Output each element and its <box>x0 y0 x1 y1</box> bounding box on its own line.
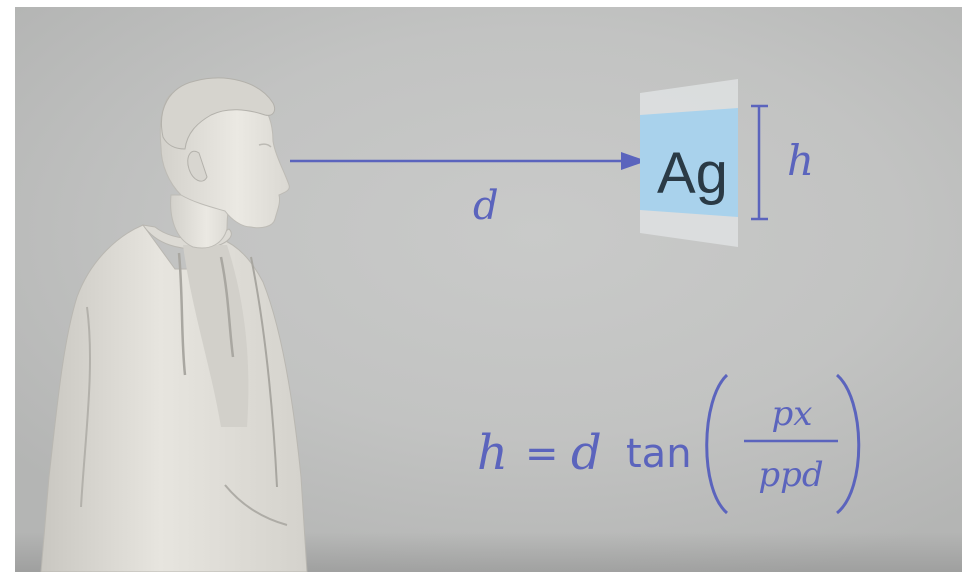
height-label: h <box>787 136 814 185</box>
distance-label: d <box>473 183 499 229</box>
formula-lhs: h <box>477 425 508 481</box>
right-paren <box>835 373 861 515</box>
drawstring-right <box>219 256 235 358</box>
sleeve-fold <box>80 306 92 508</box>
diagram-scene: Ag d h h = d tan px ppd <box>15 7 962 572</box>
distance-arrow <box>290 152 647 170</box>
formula-d: d <box>571 425 602 481</box>
left-paren <box>705 373 729 515</box>
person-figure <box>40 77 308 572</box>
height-bracket <box>751 104 768 221</box>
formula-denominator: ppd <box>758 455 823 495</box>
hoodie-pocket <box>224 484 288 526</box>
formula-numerator: px <box>772 394 813 434</box>
formula-tan: tan <box>626 431 692 477</box>
tshirt <box>183 245 249 427</box>
ear <box>187 150 208 182</box>
formula-equals: = <box>525 431 559 477</box>
diagram-canvas: Ag d h h = d tan px ppd <box>40 77 861 572</box>
eye <box>258 143 272 148</box>
hoodie <box>40 224 308 572</box>
drawstring-left <box>177 252 187 376</box>
formula: h = d tan px ppd <box>477 373 861 515</box>
display-panel <box>640 79 738 247</box>
zipper <box>250 256 278 488</box>
hair <box>161 77 276 150</box>
sample-text: Ag <box>657 141 728 206</box>
